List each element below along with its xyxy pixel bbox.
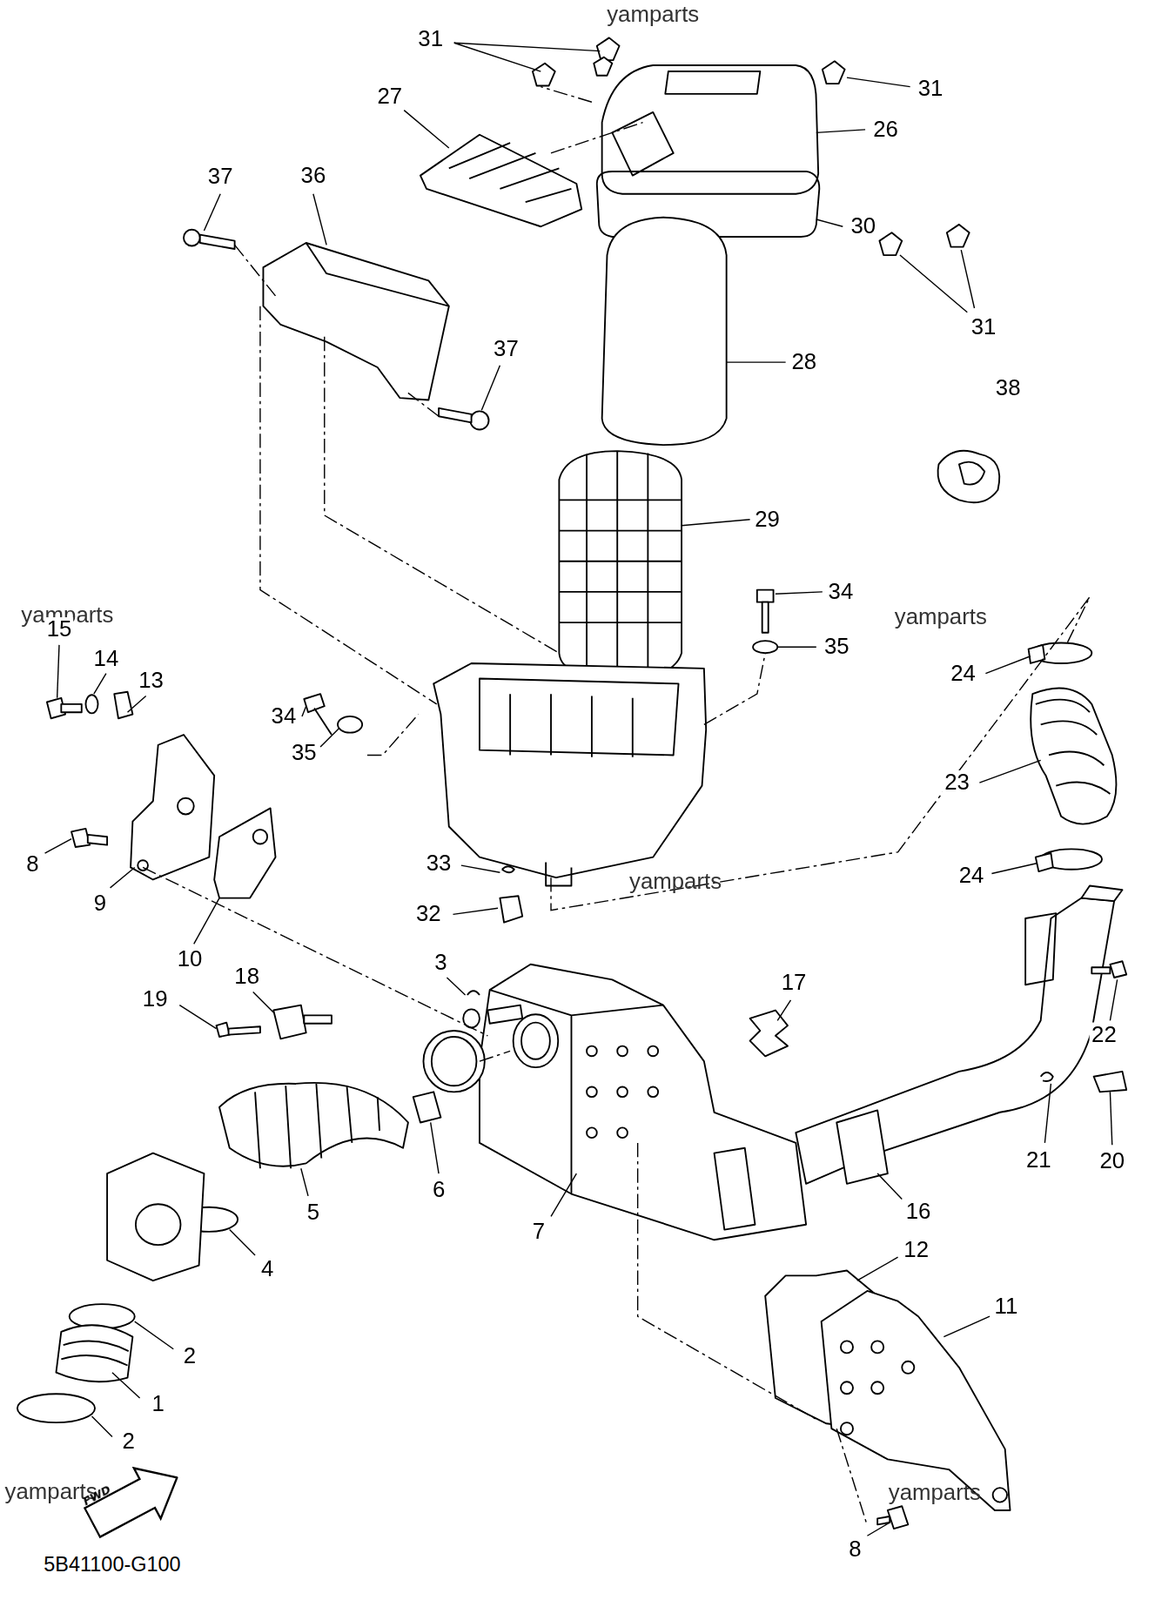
callout-number: 28 [789,349,819,375]
callout-number: 1 [149,1391,167,1417]
callout-number: 37 [206,164,236,189]
callout-number: 20 [1097,1148,1127,1174]
callout-number: 19 [140,986,169,1011]
callout-number: 34 [825,579,855,605]
callout-number: 12 [901,1237,931,1263]
callout-number: 21 [1024,1148,1054,1173]
callout-number: 14 [91,646,121,672]
callout-number: 16 [903,1198,933,1223]
callout-number: 5 [304,1199,322,1224]
callout-number: 4 [259,1256,276,1282]
callout-number: 33 [423,851,453,876]
callout-number: 35 [822,634,852,659]
callout-number: 2 [120,1429,137,1454]
callout-number: 8 [24,852,41,877]
callout-number: 13 [136,668,166,693]
callout-number: 24 [956,863,986,888]
callout-number: 2 [181,1343,199,1369]
callout-number: 15 [44,617,74,642]
callout-number: 38 [993,375,1022,400]
callout-number: 29 [752,507,782,532]
callout-number: 8 [846,1536,864,1561]
watermark: yamparts [627,869,725,894]
callout-number: 30 [848,214,878,239]
callout-number: 36 [298,162,328,188]
callout-number: 32 [414,901,444,927]
callout-number: 11 [992,1293,1020,1318]
callout-number: 34 [268,704,298,729]
callout-number: 17 [778,970,808,995]
callout-number: 24 [948,661,978,686]
callout-number: 3 [432,949,450,974]
callout-number: 27 [375,84,404,109]
watermark: yamparts [886,1480,983,1505]
callout-number: 35 [289,740,319,766]
watermark: yamparts [892,604,989,630]
callout-number: 23 [942,770,972,795]
part-code: 5B41100-G100 [41,1552,183,1576]
callout-number: 10 [174,946,204,972]
callout-number: 18 [232,964,262,989]
callout-number: 9 [91,890,108,915]
callout-number: 22 [1089,1021,1119,1047]
callout-number: 31 [416,26,445,51]
direction-arrow: FWD [77,1450,193,1551]
watermark: yamparts [604,1,702,27]
callout-number: 37 [491,336,521,362]
callout-number: 31 [915,76,945,101]
callout-number: 26 [871,117,900,142]
callout-number: 6 [430,1177,448,1203]
callout-number: 31 [968,315,998,340]
callout-number: 7 [530,1219,547,1244]
